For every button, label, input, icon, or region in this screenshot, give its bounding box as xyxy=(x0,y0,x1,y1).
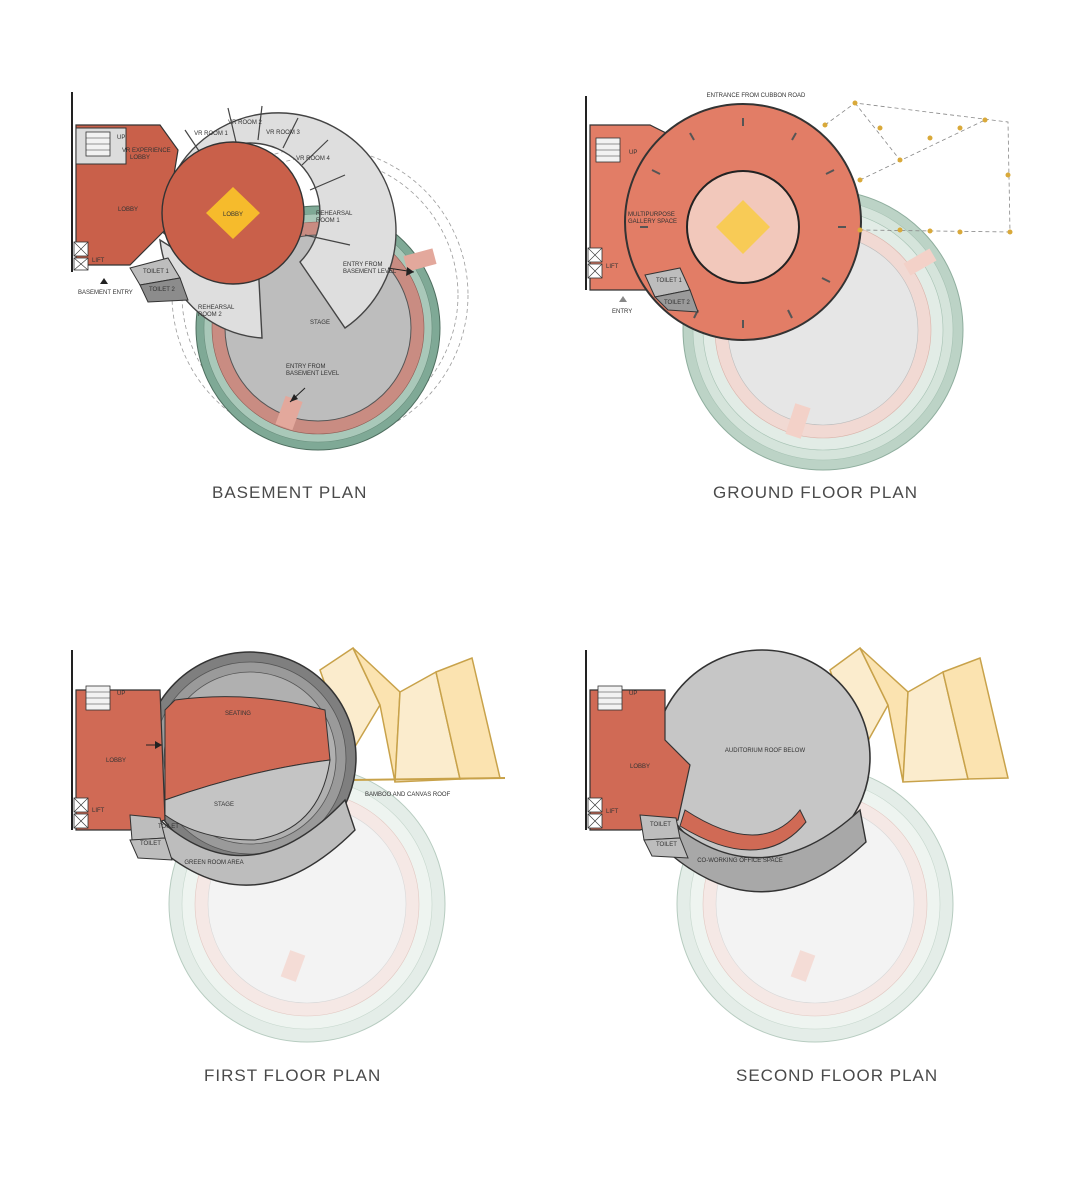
label-roof: BAMBOO AND CANVAS ROOF xyxy=(365,792,451,798)
label-toilet-a: TOILET xyxy=(158,824,179,830)
label-toilet-b: TOILET xyxy=(140,841,161,847)
label-vr-lobby-2: LOBBY xyxy=(130,155,150,161)
label-vr-room-2: VR ROOM 2 xyxy=(228,120,262,126)
label-lobby: LOBBY xyxy=(630,764,650,770)
label-toilet-b: TOILET xyxy=(656,842,677,848)
first-stage xyxy=(164,759,331,841)
basement-dashed-ring-inner xyxy=(181,156,459,434)
ground-toilet-2 xyxy=(653,289,699,313)
label-toilet-a: TOILET xyxy=(650,822,671,828)
label-entry: ENTRY xyxy=(612,309,632,315)
label-gallery-2: GALLERY SPACE xyxy=(628,219,677,225)
second-floor-plan-title: SECOND FLOOR PLAN xyxy=(736,1066,939,1085)
label-rehearsal-1b: ROOM 1 xyxy=(316,218,340,224)
label-seating: SEATING xyxy=(225,711,251,717)
first-stair xyxy=(85,685,111,711)
label-up: UP xyxy=(629,150,637,156)
second-floor-plan: UP LOBBY LIFT TOILET TOILET AUDITORIUM R… xyxy=(585,646,1009,1043)
basement-entry-marker xyxy=(100,278,108,284)
second-lift xyxy=(587,797,603,829)
label-lobby-left: LOBBY xyxy=(118,207,138,213)
first-floor-plan-title: FIRST FLOOR PLAN xyxy=(204,1066,382,1085)
ground-floor-plan-title: GROUND FLOOR PLAN xyxy=(713,483,918,502)
label-lobby-center: LOBBY xyxy=(223,212,243,218)
first-lift xyxy=(73,797,89,829)
label-toilet-1: TOILET 1 xyxy=(656,278,682,284)
first-floor-plan: UP LOBBY LIFT SEATING STAGE TOILET TOILE… xyxy=(71,646,506,1043)
label-vr-room-1: VR ROOM 1 xyxy=(194,131,228,137)
label-stage: STAGE xyxy=(214,802,234,808)
second-toilet-b xyxy=(643,837,689,859)
ground-canopy-nodes xyxy=(822,100,1013,235)
ground-stair xyxy=(595,137,621,163)
first-toilet-b xyxy=(129,837,173,861)
ground-lift xyxy=(587,247,603,279)
basement-lift xyxy=(73,241,89,271)
label-lift: LIFT xyxy=(92,258,105,264)
label-vr-lobby: VR EXPERIENCE xyxy=(122,148,171,154)
label-toilet-2: TOILET 2 xyxy=(664,300,690,306)
label-lift: LIFT xyxy=(606,809,619,815)
label-auditorium: AUDITORIUM ROOF BELOW xyxy=(725,748,806,754)
second-coworking xyxy=(659,808,867,893)
label-lift: LIFT xyxy=(92,808,105,814)
second-canvas-roof xyxy=(829,646,1009,783)
label-entry-b: ENTRY FROM xyxy=(286,364,325,370)
basement-plan-title: BASEMENT PLAN xyxy=(212,483,368,502)
basement-toilet-2 xyxy=(139,277,189,303)
ground-court-feature xyxy=(716,200,770,254)
label-rehearsal-2b: ROOM 2 xyxy=(198,312,222,318)
basement-stair xyxy=(85,131,111,157)
label-entry-b2: BASEMENT LEVEL xyxy=(286,371,340,377)
label-coworking: CO-WORKING OFFICE SPACE xyxy=(697,858,783,864)
second-terrace-arc xyxy=(679,809,807,851)
label-entry-a2: BASEMENT LEVEL xyxy=(343,269,397,275)
label-up: UP xyxy=(117,135,125,141)
label-entry-a: ENTRY FROM xyxy=(343,262,382,268)
label-toilet-2: TOILET 2 xyxy=(149,287,175,293)
second-lobby-block xyxy=(589,689,691,831)
label-green-room: GREEN ROOM AREA xyxy=(184,860,243,866)
label-vr-room-4: VR ROOM 4 xyxy=(296,156,330,162)
label-gallery: MULTIPURPOSE xyxy=(628,212,675,218)
basement-lobby-feature xyxy=(206,187,260,239)
label-rehearsal-1: REHEARSAL xyxy=(316,211,353,217)
label-basement-entry: BASEMENT ENTRY xyxy=(78,290,133,296)
label-up: UP xyxy=(117,691,125,697)
basement-plan: UP VR EXPERIENCE LOBBY LOBBY LOBBY LIFT … xyxy=(71,92,469,451)
label-toilet-1: TOILET 1 xyxy=(143,269,169,275)
first-green-room xyxy=(149,798,356,886)
label-entrance: ENTRANCE FROM CUBBON ROAD xyxy=(707,93,806,99)
label-vr-room-3: VR ROOM 3 xyxy=(266,130,300,136)
label-lobby: LOBBY xyxy=(106,758,126,764)
label-rehearsal-2: REHEARSAL xyxy=(198,305,235,311)
label-up: UP xyxy=(629,691,637,697)
second-stair xyxy=(597,685,623,711)
ground-floor-plan: ENTRANCE FROM CUBBON ROAD UP MULTIPURPOS… xyxy=(585,93,1013,471)
label-lift: LIFT xyxy=(606,264,619,270)
first-canvas-roof xyxy=(319,646,506,783)
ground-entry-marker xyxy=(619,296,627,302)
label-stage: STAGE xyxy=(310,320,330,326)
